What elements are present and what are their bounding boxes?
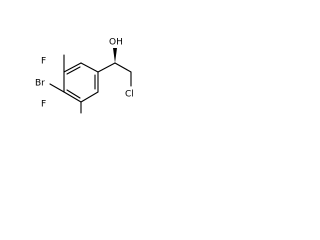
hydroxyl-label: OH <box>109 38 123 48</box>
ring-bond-3 <box>80 91 99 103</box>
ring-bond-4 <box>63 91 82 103</box>
fluorine-bottom-label: F <box>41 100 46 110</box>
chemical-structure-diagram: OH Cl Br F F <box>35 38 134 114</box>
stereo-wedge-bond <box>113 48 117 63</box>
bromine-label: Br <box>35 79 45 89</box>
ring-bond-6 <box>63 62 82 73</box>
fluorine-top-label: F <box>41 57 46 67</box>
side-chain-bond-2 <box>114 62 132 73</box>
chlorine-label: Cl <box>125 90 134 100</box>
ring-double-bond-3 <box>66 66 81 75</box>
ring-bond-1 <box>80 62 99 73</box>
bromine-bond <box>49 83 65 93</box>
ring-double-bond-2 <box>66 89 81 99</box>
side-chain-bond-1 <box>97 62 116 73</box>
